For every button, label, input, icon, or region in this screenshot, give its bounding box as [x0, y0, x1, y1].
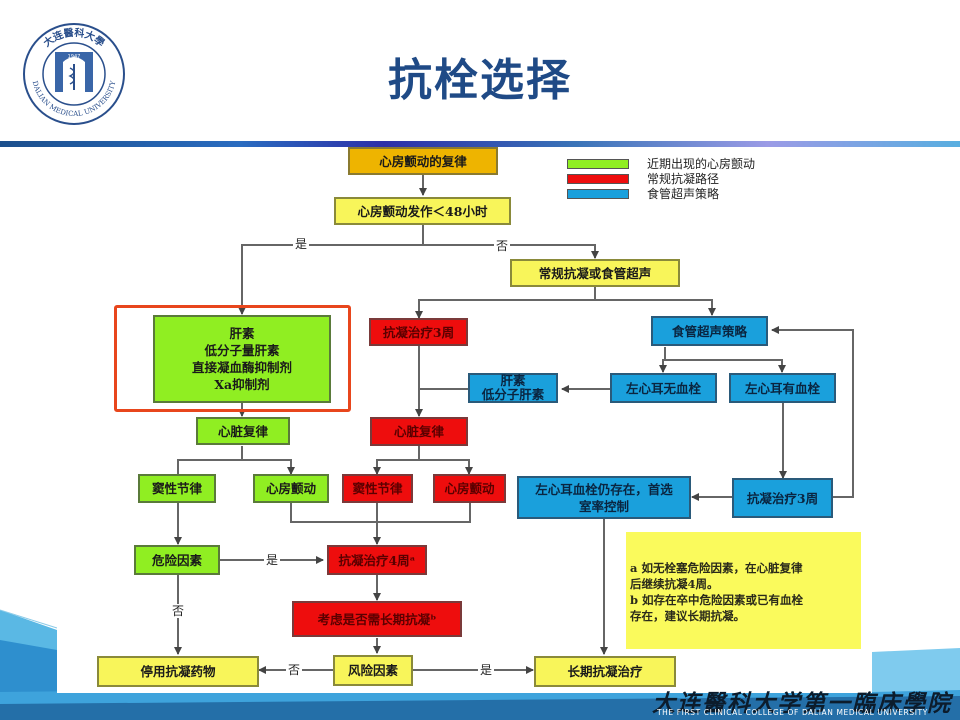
- edge-label-no: 否: [494, 239, 511, 253]
- highlight-frame: [114, 305, 351, 412]
- node-label: 室率控制: [578, 498, 629, 514]
- node-red-long-term: 考虑是否需长期抗凝ᵇ: [292, 601, 462, 637]
- edge-3w-back-tee: [771, 326, 854, 498]
- node-label: 左心耳有血栓: [744, 380, 820, 396]
- node-label: 抗凝治疗3周: [746, 490, 819, 506]
- edge-green-split: [177, 446, 243, 474]
- footnote-line: b 如存在卒中危险因素或已有血栓: [630, 593, 804, 607]
- node-laa-no-thrombus: 左心耳无血栓: [610, 373, 717, 403]
- node-laa-thrombus: 左心耳有血栓: [729, 373, 836, 403]
- legend-item-tee: 食管超声策略: [567, 186, 755, 201]
- college-name-en: THE FIRST CLINICAL COLLEGE OF DALIAN MED…: [657, 708, 928, 717]
- edge-routine-tee: [595, 299, 716, 316]
- node-label: 常规抗凝或食管超声: [538, 265, 652, 281]
- node-onset-lt48h: 心房颤动发作＜48小时: [334, 197, 511, 225]
- node-label: 抗凝治疗3周: [382, 324, 455, 340]
- node-label: 抗凝治疗4周ᵃ: [338, 552, 416, 568]
- node-green-sinus: 窦性节律: [138, 474, 216, 503]
- edge-red-split-r: [419, 459, 473, 475]
- edge-no: [423, 244, 599, 259]
- node-label: 危险因素: [151, 552, 202, 568]
- node-label: 肝素: [500, 373, 526, 388]
- edge-tee-split: [659, 347, 667, 373]
- legend-label: 常规抗凝路径: [647, 172, 720, 186]
- drug-heparin: 肝素: [229, 326, 255, 341]
- node-long-term-anticoag: 长期抗凝治疗: [534, 656, 676, 687]
- node-label: 左心耳无血栓: [625, 380, 701, 396]
- page-title: 抗栓选择: [388, 55, 572, 106]
- node-routine-or-tee: 常规抗凝或食管超声: [510, 259, 680, 287]
- edge-label-yes-risk: 是: [264, 553, 281, 567]
- footnote-line: 后继续抗凝4周。: [630, 577, 719, 591]
- legend-swatch-blue: [567, 188, 629, 199]
- legend-swatch-green: [567, 158, 629, 169]
- node-tee-strategy: 食管超声策略: [651, 316, 768, 346]
- node-label: 风险因素: [347, 663, 398, 678]
- logo-year: 1947: [68, 54, 81, 60]
- node-green-cardioversion: 心脏复律: [196, 417, 290, 445]
- footnote-line: a 如无栓塞危险因素，在心脏复律: [630, 561, 803, 575]
- edge-green-split-r: [242, 459, 295, 475]
- node-blue-heparin: 肝素 低分子肝素: [468, 373, 558, 403]
- drug-dti: 直接凝血酶抑制剂: [191, 360, 292, 375]
- node-af-cardioversion: 心房颤动的复律: [348, 147, 498, 175]
- legend-label: 食管超声策略: [647, 187, 720, 201]
- drug-xa-inhibitor: Xa抑制剂: [214, 377, 270, 392]
- node-label: 心脏复律: [393, 424, 444, 439]
- legend-item-recent-af: 近期出现的心房颤动: [567, 156, 755, 171]
- drug-lmwh: 低分子量肝素: [204, 343, 280, 358]
- node-red-anticoag-4w: 抗凝治疗4周ᵃ: [327, 545, 427, 575]
- node-red-anticoag-3w: 抗凝治疗3周: [369, 318, 468, 346]
- node-label: 心房颤动: [444, 481, 495, 496]
- legend-swatch-red: [567, 173, 629, 184]
- footnote-box: a 如无栓塞危险因素，在心脏复律 后继续抗凝4周。 b 如存在卒中危险因素或已有…: [626, 532, 861, 649]
- legend-label: 近期出现的心房颤动: [647, 157, 756, 171]
- node-red-sinus: 窦性节律: [342, 474, 413, 503]
- legend-item-routine: 常规抗凝路径: [567, 171, 755, 186]
- university-seal-icon: 1947 大连醫科大學 DALIAN MEDICAL UNIVERSITY: [23, 23, 125, 125]
- edge-label-no-risk: 否: [170, 604, 187, 618]
- node-green-drugs: 肝素 低分子量肝素 直接凝血酶抑制剂 Xa抑制剂: [153, 315, 331, 403]
- edge-label-yes-bottom: 是: [478, 663, 495, 677]
- node-label: 心房颤动发作＜48小时: [357, 203, 488, 219]
- node-label: 心房颤动的复律: [379, 153, 467, 169]
- edge-label-yes: 是: [293, 237, 310, 251]
- node-laa-persist: 左心耳血栓仍存在，首选 室率控制: [517, 476, 691, 519]
- header-divider: [0, 141, 960, 147]
- edge-yes: [238, 225, 424, 315]
- node-label: 食管超声策略: [671, 323, 747, 339]
- node-label: 心房颤动: [265, 481, 316, 496]
- edge-tee-split-r: [665, 359, 786, 373]
- node-label: 低分子肝素: [481, 387, 545, 402]
- node-label: 长期抗凝治疗: [567, 664, 643, 679]
- edge-routine-split: [415, 286, 596, 319]
- edge-label-no-bottom: 否: [286, 663, 303, 677]
- node-label: 停用抗凝药物: [140, 664, 216, 679]
- node-red-af: 心房颤动: [433, 474, 506, 503]
- node-green-risk: 危险因素: [134, 545, 220, 575]
- node-label: 窦性节律: [151, 481, 202, 496]
- node-stop-anticoag: 停用抗凝药物: [97, 656, 259, 687]
- node-label: 窦性节律: [352, 481, 403, 496]
- edge-green-af-merge: [290, 502, 471, 523]
- node-label: 左心耳血栓仍存在，首选: [535, 481, 673, 497]
- legend: 近期出现的心房颤动 常规抗凝路径 食管超声策略: [567, 156, 755, 201]
- college-name-cn: 大连醫科大学第一臨床學院: [652, 690, 952, 717]
- node-risk-factor: 风险因素: [333, 655, 413, 686]
- edge-red-split: [373, 446, 420, 475]
- footnote-line: 存在，建议长期抗凝。: [630, 609, 745, 623]
- node-red-cardioversion: 心脏复律: [370, 417, 468, 446]
- node-blue-anticoag-3w: 抗凝治疗3周: [732, 478, 833, 518]
- node-label: 心脏复律: [217, 423, 268, 439]
- node-green-af: 心房颤动: [253, 474, 329, 503]
- node-label: 考虑是否需长期抗凝ᵇ: [317, 611, 437, 627]
